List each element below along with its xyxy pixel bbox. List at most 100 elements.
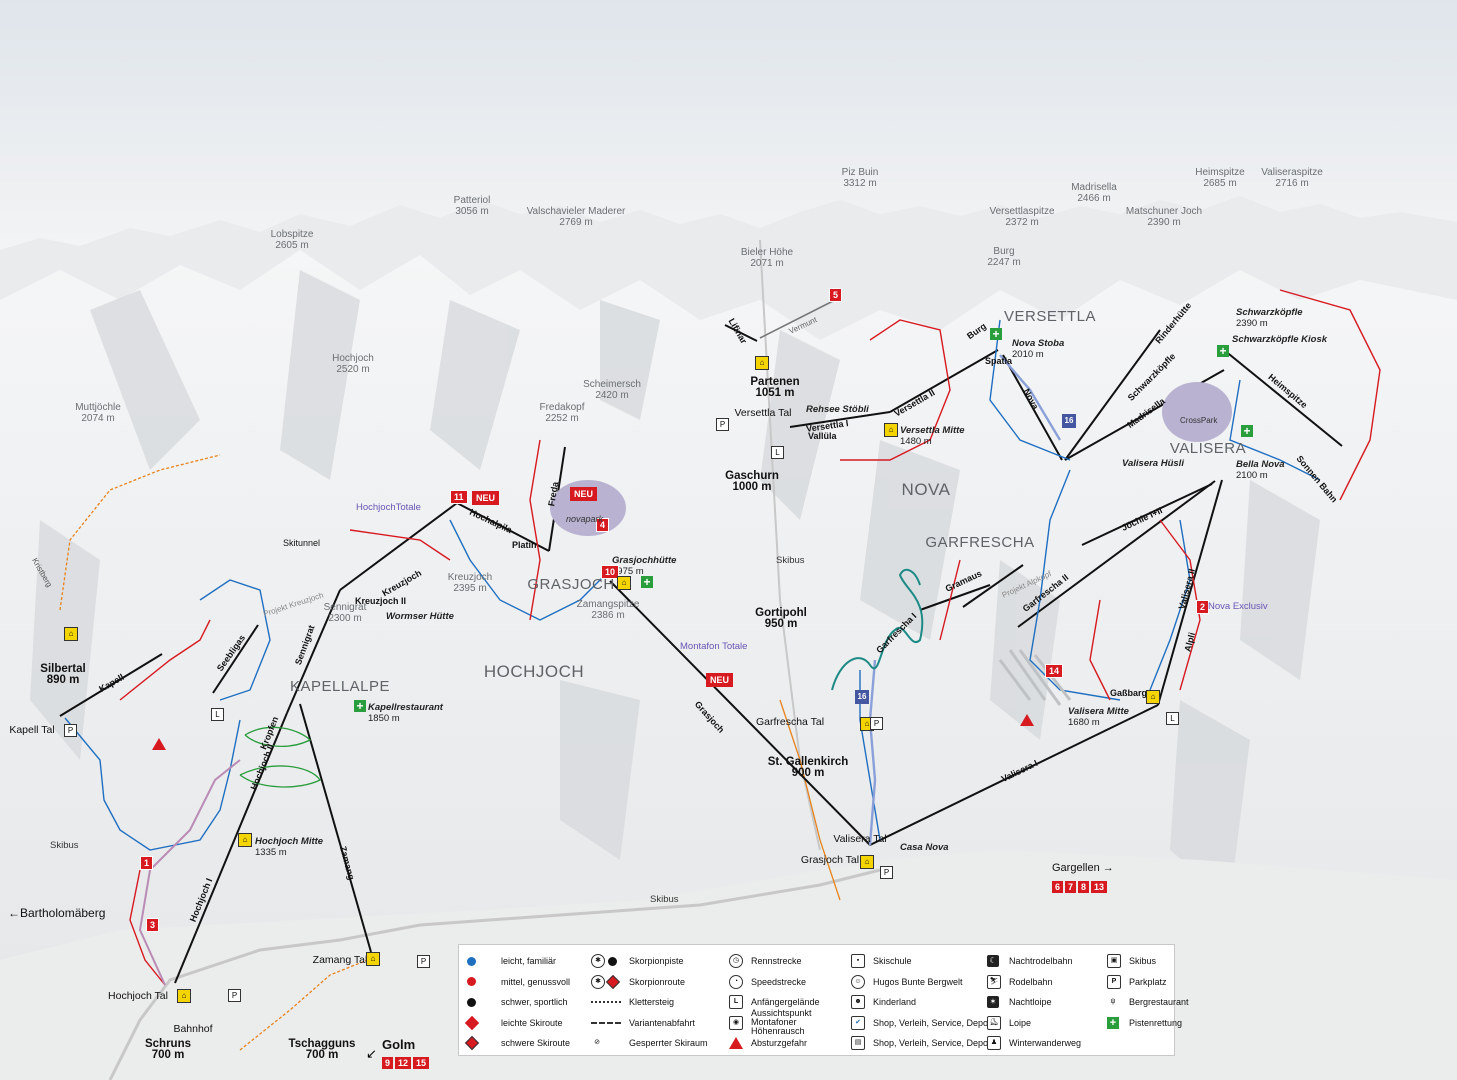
legend-item: schwere Skiroute <box>464 1033 570 1054</box>
shop-depot-icon: ▤ <box>851 1036 865 1051</box>
parking-icon: P <box>716 418 729 431</box>
hut-label: Rehsee Stöbli <box>806 404 869 415</box>
area-label: HOCHJOCH <box>483 662 585 681</box>
parking-icon: P <box>228 989 241 1002</box>
skibus-label: Skibus <box>776 555 805 566</box>
legend-column-activities: ☾Nachtrodelbahn ⛷Rodelbahn ✶Nachtloipe ⛸… <box>987 951 1081 1054</box>
shop-icon: ✔ <box>851 1015 865 1030</box>
lift-label: Kreuzjoch II <box>355 596 407 606</box>
beginner-area-icon: L <box>771 446 784 459</box>
legend-item: ◉Aussichtspunkt Montafoner Höhenrausch <box>729 1009 829 1036</box>
legend-item: ☺Hugos Bunte Bergwelt <box>851 972 991 993</box>
legend-item: ◷Rennstrecke <box>729 951 829 972</box>
winter-hiking-icon: ♟ <box>987 1036 1001 1051</box>
route-badge: 14 <box>1045 664 1064 678</box>
scorpion-icon: ✱ <box>591 954 605 969</box>
map-legend: leicht, familiär mittel, genussvoll schw… <box>458 944 1189 1056</box>
lift-label: Platin <box>512 540 537 550</box>
skibus-label: Skibus <box>650 894 679 905</box>
route-badge: 3 <box>146 918 160 932</box>
montafon-totale-label: Montafon Totale <box>680 641 748 652</box>
route-badge: 11 <box>450 490 468 504</box>
first-aid-icon: + <box>641 576 653 588</box>
lift-label: Spatla <box>985 356 1013 366</box>
parking-icon: P <box>1107 974 1121 989</box>
route-badge: 4 <box>596 518 610 532</box>
easy-piste-icon <box>467 956 476 966</box>
novapark-label: novapark <box>566 514 604 524</box>
race-track-icon: ◷ <box>729 954 743 969</box>
first-aid-icon: + <box>1107 1016 1119 1029</box>
legend-item: ♟Winterwanderweg <box>987 1033 1081 1054</box>
first-aid-icon: + <box>354 700 366 712</box>
station-label: Grasjoch Tal <box>800 854 860 866</box>
hochjoch-totale-label: HochjochTotale <box>356 502 421 513</box>
hut-label: Schwarzköpfle Kiosk <box>1232 334 1328 345</box>
area-label: GRASJOCH <box>527 576 615 593</box>
lift-station-icon: ⌂ <box>617 576 631 590</box>
legend-item: mittel, genussvoll <box>467 972 570 993</box>
closed-area-icon: ⊘ <box>594 1039 600 1047</box>
legend-item: Klettersteig <box>591 992 708 1013</box>
lift-station-icon: ⌂ <box>755 356 769 370</box>
first-aid-icon: + <box>1217 345 1229 357</box>
difficult-piste-icon <box>467 997 476 1007</box>
speed-track-icon: ◔ <box>729 974 743 989</box>
parking-icon: P <box>64 724 77 737</box>
station-label: Versettla Tal <box>734 407 792 419</box>
lift-label: Vallüla <box>808 431 837 441</box>
neu-badge: NEU <box>570 487 598 501</box>
scorpion-icon: ✱ <box>591 974 605 989</box>
fall-danger-icon <box>1020 713 1034 731</box>
route-badge: 10 <box>601 565 620 579</box>
legend-item: ✶Nachtloipe <box>987 992 1081 1013</box>
parking-icon: P <box>870 717 883 730</box>
legend-item: ✔Shop, Verleih, Service, Depot <box>851 1013 991 1034</box>
route-badge: 2 <box>1196 600 1210 614</box>
lift-station-icon: ⌂ <box>366 952 380 966</box>
tschagguns-arrow: ↙ <box>366 1046 377 1061</box>
legend-item: ✱Skorpionroute <box>591 972 708 993</box>
medium-piste-icon <box>467 977 476 987</box>
scorpion-route-icon <box>605 974 621 989</box>
legend-column-pistes: leicht, familiär mittel, genussvoll schw… <box>464 951 570 1054</box>
parking-icon: P <box>880 866 893 879</box>
golm-label: Golm <box>382 1037 416 1052</box>
station-label: Kapell Tal <box>9 724 55 736</box>
legend-item: ▤Shop, Verleih, Service, Depot <box>851 1033 991 1054</box>
viewpoint-icon: ◉ <box>729 1015 743 1030</box>
lift-label: Gaßbarga <box>1110 688 1153 698</box>
ski-school-icon: ▪ <box>851 954 865 969</box>
skibus-label: Skibus <box>50 840 79 851</box>
crosspark-label: CrossPark <box>1180 416 1218 425</box>
station-label: Hochjoch Tal <box>108 990 168 1002</box>
neu-badge: NEU <box>706 673 734 687</box>
